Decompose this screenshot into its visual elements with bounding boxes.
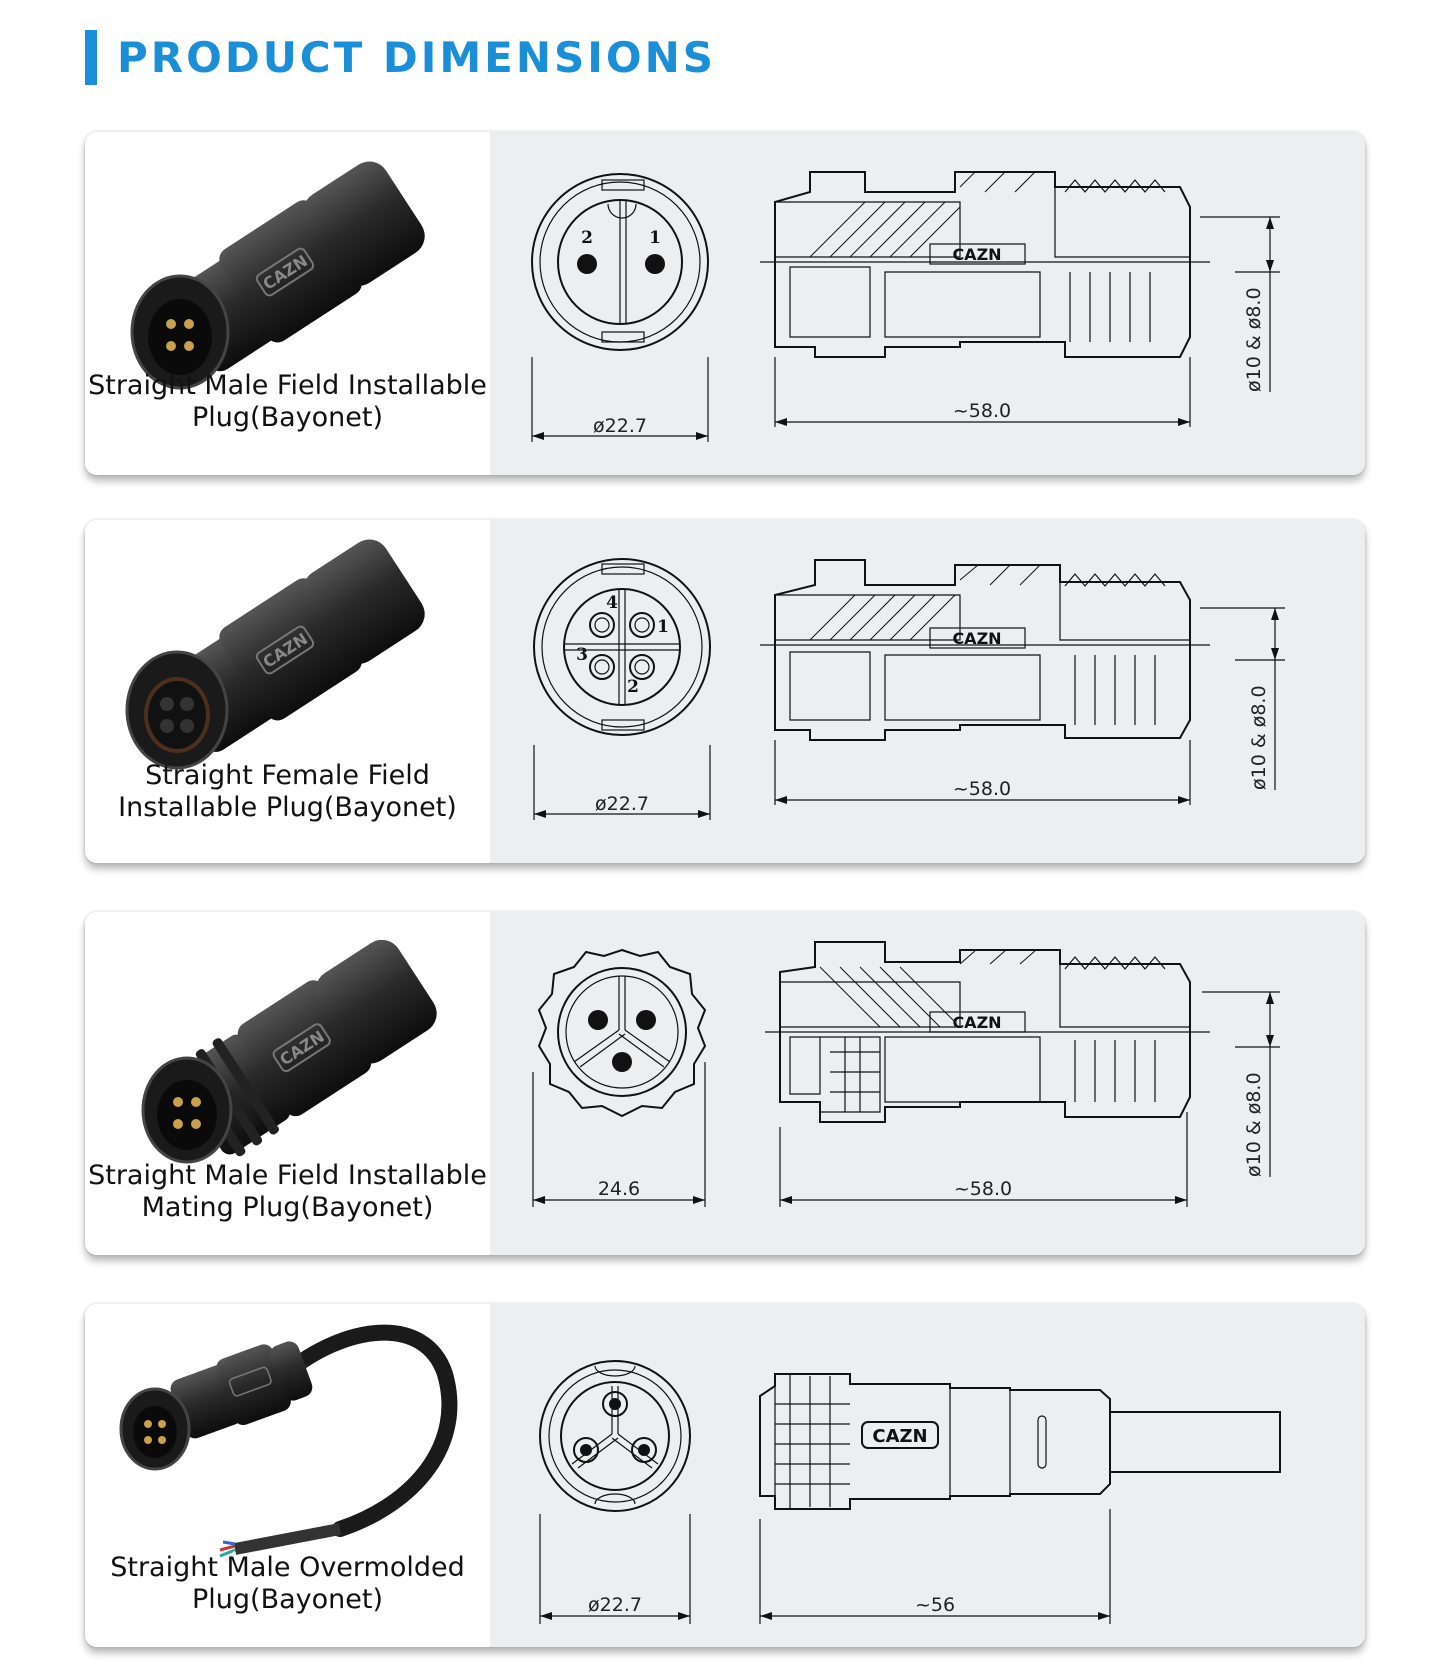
front-view: 4 1 3 2 ø22.7	[533, 558, 711, 820]
caption-line-2: Installable Plug(Bayonet)	[118, 792, 457, 823]
front-view: ø22.7	[539, 1360, 691, 1624]
brand-logo: CAZN	[952, 245, 1001, 264]
product-caption: Straight Female Field Installable Plug(B…	[85, 760, 490, 824]
title-accent-bar	[85, 30, 97, 85]
caption-line-2: Plug(Bayonet)	[192, 402, 383, 433]
length-dim: ~58.0	[954, 1178, 1012, 1200]
technical-drawing-panel: 4 1 3 2 ø22.7	[490, 520, 1365, 863]
brand-logo: CAZN	[872, 1426, 927, 1447]
pin-label: 1	[649, 228, 661, 248]
technical-drawing-panel: 2 1 ø22.7	[490, 132, 1365, 475]
side-view: CAZN ~56	[759, 1373, 1281, 1624]
product-caption: Straight Male Overmolded Plug(Bayonet)	[85, 1552, 490, 1616]
technical-drawing: 24.6 CAZN	[532, 941, 1280, 1207]
pin-label: 2	[581, 228, 593, 248]
product-photo-panel: CAZN Straight Male Field Installable Plu…	[85, 132, 490, 475]
length-dim: ~58.0	[953, 778, 1011, 800]
cable-diameter-dim: ø10 & ø8.0	[1243, 1072, 1265, 1177]
product-card-2: CAZN Straight Female Field Installable P…	[85, 520, 1365, 863]
product-photo-panel: CAZN Straight Female Field Installable P…	[85, 520, 490, 863]
connector-photo-icon	[119, 1324, 458, 1564]
product-card-3: CAZN Straight Male Field Installable Mat…	[85, 912, 1365, 1255]
face-mating-dim: 24.6	[598, 1178, 640, 1200]
pin-label: 4	[606, 593, 618, 613]
side-section-view: CAZN ~58.0 ø10 & ø8.0	[760, 559, 1285, 805]
brand-logo: CAZN	[952, 1013, 1001, 1032]
connector-photo-icon: CAZN	[125, 539, 425, 770]
brand-logo: CAZN	[952, 629, 1001, 648]
product-caption: Straight Male Field Installable Plug(Bay…	[85, 370, 490, 434]
caption-line-2: Mating Plug(Bayonet)	[141, 1192, 434, 1223]
technical-drawing: ø22.7 CAZN ~56	[539, 1360, 1281, 1624]
side-section-view: CAZN ~58.0 ø10 & ø8.0	[765, 941, 1280, 1207]
product-card-4: Straight Male Overmolded Plug(Bayonet)	[85, 1304, 1365, 1647]
technical-drawing: 4 1 3 2 ø22.7	[533, 558, 1285, 820]
page-title: PRODUCT DIMENSIONS	[85, 30, 716, 85]
length-dim: ~58.0	[953, 400, 1011, 422]
pin-label: 2	[627, 677, 639, 697]
technical-drawing-panel: ø22.7 CAZN ~56	[490, 1304, 1365, 1647]
product-photo-panel: Straight Male Overmolded Plug(Bayonet)	[85, 1304, 490, 1647]
length-dim: ~56	[915, 1594, 955, 1616]
face-diameter-dim: ø22.7	[593, 415, 647, 437]
product-card-1: CAZN Straight Male Field Installable Plu…	[85, 132, 1365, 475]
pin-label: 3	[576, 645, 588, 665]
face-diameter-dim: ø22.7	[588, 1594, 642, 1616]
technical-drawing: 2 1 ø22.7	[531, 171, 1280, 442]
caption-line-1: Straight Female Field	[145, 760, 430, 791]
caption-line-1: Straight Male Field Installable	[88, 1160, 487, 1191]
product-caption: Straight Male Field Installable Mating P…	[85, 1160, 490, 1224]
side-section-view: CAZN ~58.0 ø10 & ø8.0	[760, 171, 1280, 427]
connector-photo-icon: CAZN	[141, 939, 437, 1164]
face-diameter-dim: ø22.7	[595, 793, 649, 815]
pin-label: 1	[657, 617, 669, 637]
page-title-text: PRODUCT DIMENSIONS	[117, 33, 716, 82]
caption-line-1: Straight Male Overmolded	[110, 1552, 465, 1583]
product-photo-panel: CAZN Straight Male Field Installable Mat…	[85, 912, 490, 1255]
front-view: 2 1 ø22.7	[531, 173, 709, 442]
front-view: 24.6	[532, 948, 707, 1207]
technical-drawing-panel: 24.6 CAZN	[490, 912, 1365, 1255]
connector-photo-icon: CAZN	[130, 161, 425, 390]
cable-diameter-dim: ø10 & ø8.0	[1248, 685, 1270, 790]
caption-line-1: Straight Male Field Installable	[88, 370, 487, 401]
cable-diameter-dim: ø10 & ø8.0	[1243, 287, 1265, 392]
caption-line-2: Plug(Bayonet)	[192, 1584, 383, 1615]
